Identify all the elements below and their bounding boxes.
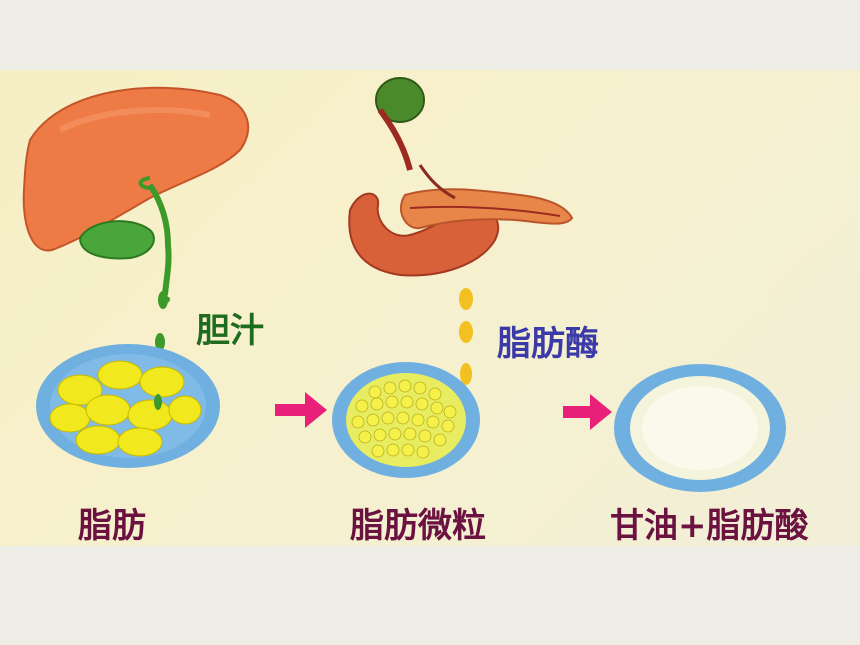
lipase-drops bbox=[459, 288, 473, 385]
digestion-diagram bbox=[22, 77, 786, 492]
lipase-label: 脂肪酶 bbox=[497, 324, 599, 364]
fat-dish-icon bbox=[36, 344, 220, 468]
product-dish-icon bbox=[614, 364, 786, 492]
pancreas-icon bbox=[348, 77, 574, 277]
arrow-right-icon bbox=[275, 392, 327, 428]
arrow-right-icon bbox=[563, 394, 612, 430]
bile-label: 胆汁 bbox=[196, 311, 264, 351]
fat-label: 脂肪 bbox=[78, 506, 146, 546]
fat-droplets-label: 脂肪微粒 bbox=[350, 506, 486, 546]
slide: 胆汁 脂肪酶 脂肪 脂肪微粒 甘油+脂肪酸 bbox=[0, 70, 860, 546]
liver-icon bbox=[22, 86, 250, 303]
products-label: 甘油+脂肪酸 bbox=[610, 506, 809, 546]
fat-droplet-dish-icon bbox=[332, 362, 480, 478]
